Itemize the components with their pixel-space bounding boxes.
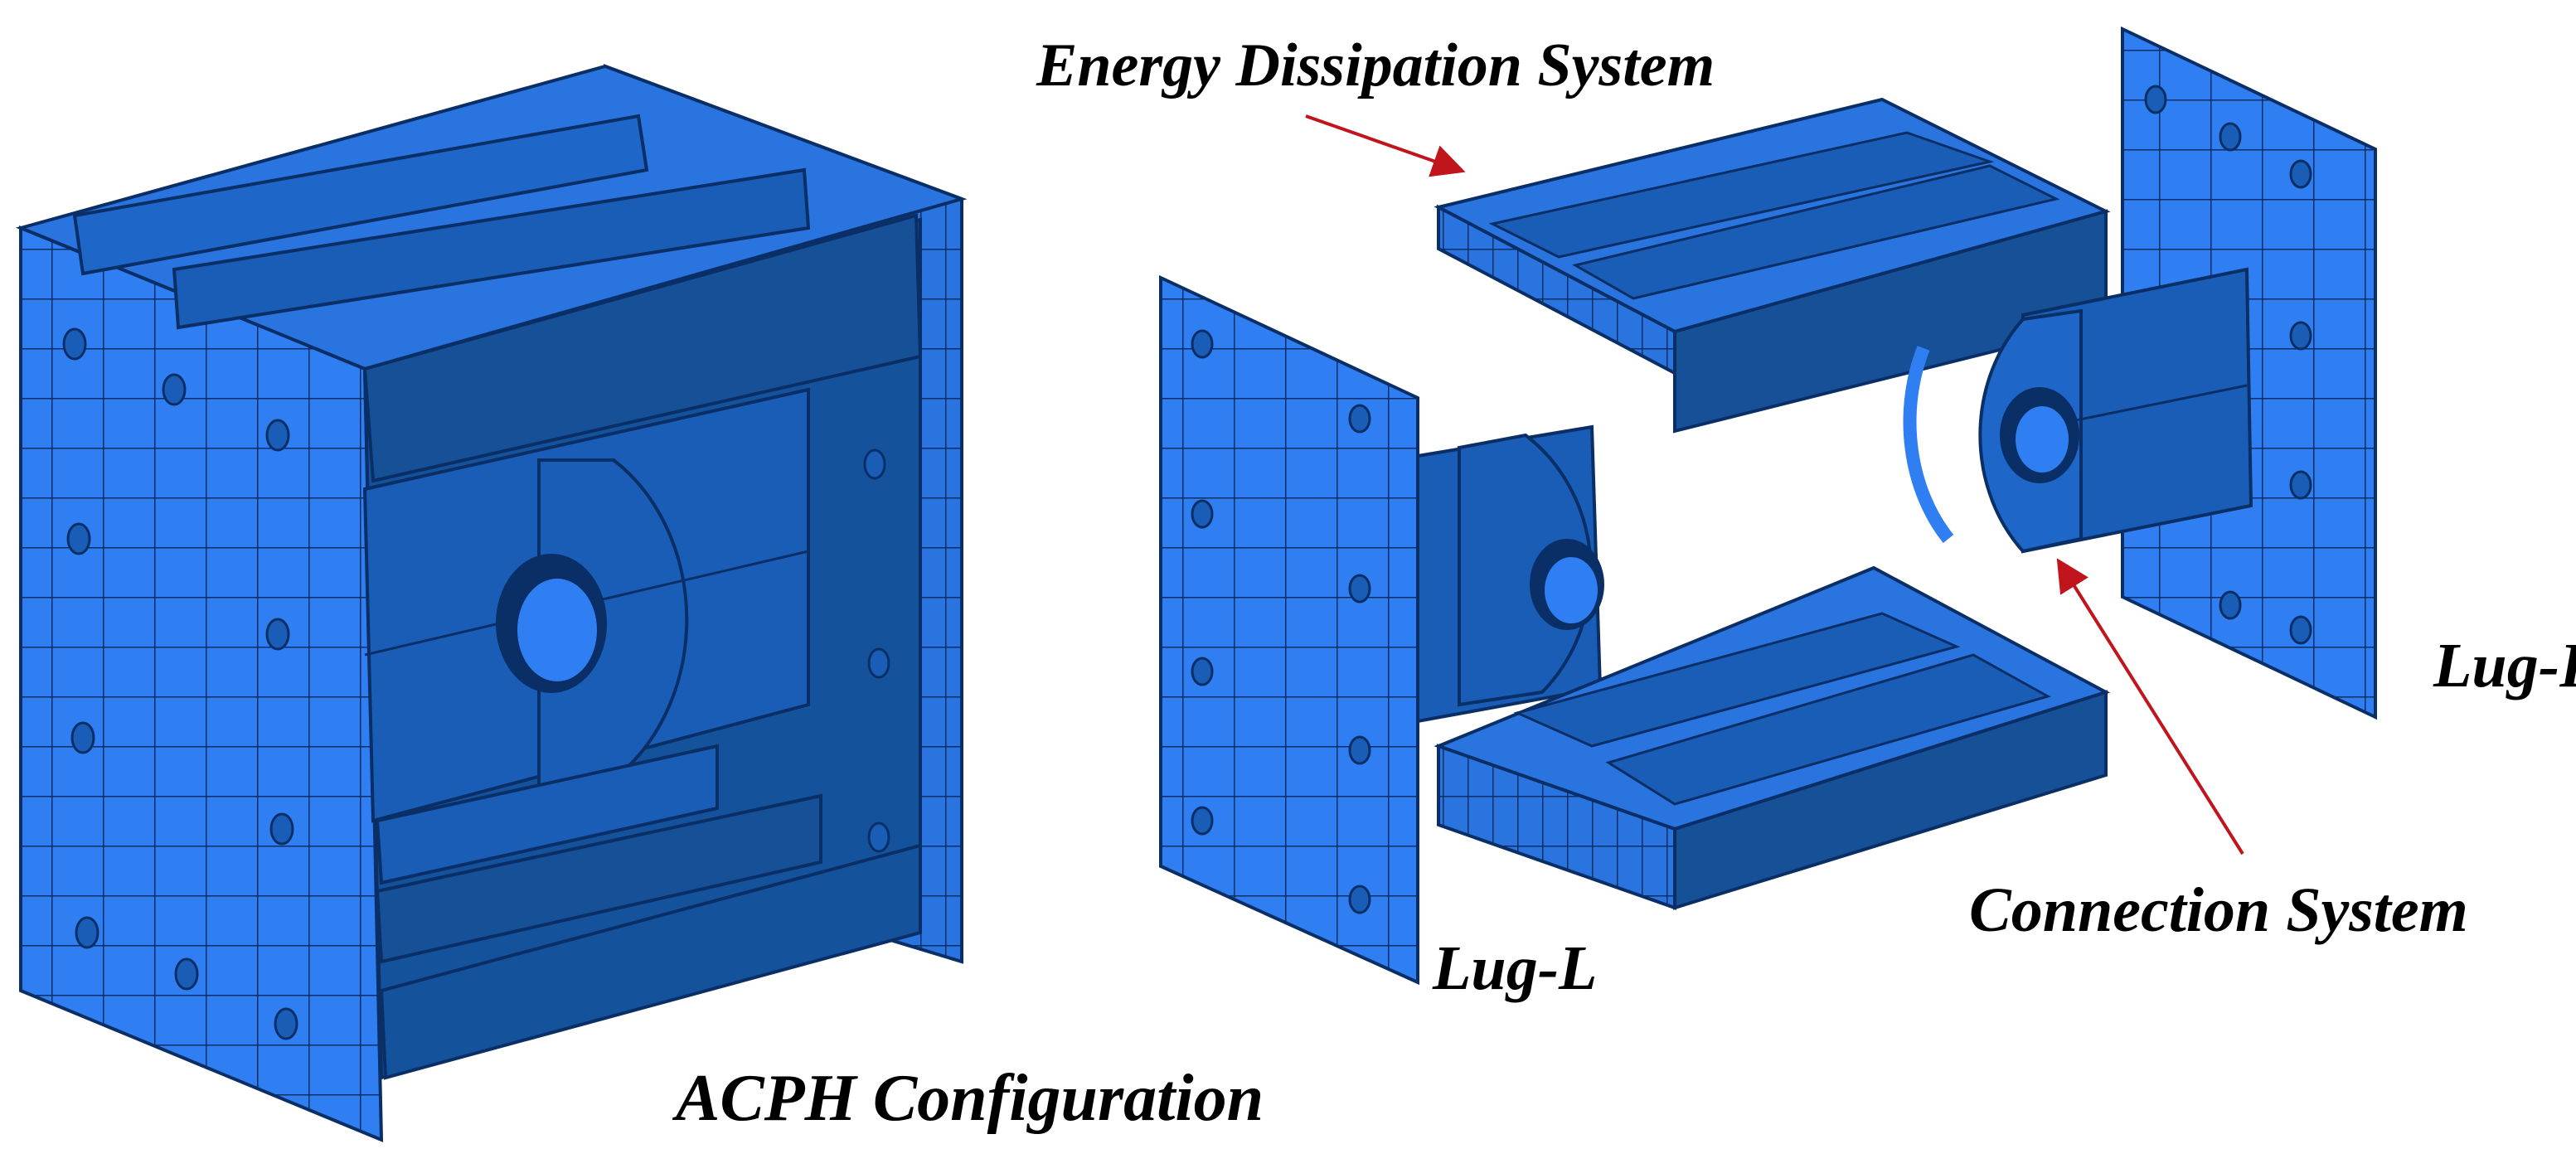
- eds-lower-plate-2: [1605, 653, 2051, 806]
- eds-lower-front: [1673, 690, 2108, 910]
- lug-l-label: Lug-L: [1433, 933, 1598, 1003]
- acph-lower-plate-2: [375, 793, 822, 964]
- energy-dissipation-upper: [1434, 97, 2111, 434]
- energy-dissipation-system-label: Energy Dissipation System: [1036, 32, 1715, 99]
- acph-lug-hole-inner: [517, 579, 597, 681]
- connection-system-part: [1903, 267, 2253, 554]
- acph-upper-plate-1: [72, 114, 649, 276]
- connection-disc-rim: [1903, 346, 1954, 544]
- acph-upper-plate-3: [362, 213, 923, 483]
- acph-upper-plate-2: [172, 167, 811, 330]
- acph-lug-disc: [537, 458, 689, 798]
- lug-l-bolt-holes: [1191, 329, 1371, 914]
- acph-configuration-label: ACPH Configuration: [676, 1062, 1264, 1135]
- acph-bolt-holes: [62, 327, 890, 1040]
- eds-upper-plate-2: [1571, 164, 2060, 300]
- lug-l-plate: [1159, 274, 1419, 986]
- acph-assembly: [15, 64, 968, 1143]
- connection-system-label: Connection System: [1969, 875, 2468, 945]
- energy-dissipation-lower: [1434, 565, 2111, 910]
- eds-arrow: [1305, 114, 1466, 177]
- eds-lower-plate-1: [1513, 612, 1961, 748]
- connection-arrow: [2056, 558, 2244, 856]
- acph-lower-plate-1: [375, 744, 719, 885]
- lug-r-bolt-holes: [2144, 85, 2312, 645]
- connection-hole-inner: [2016, 406, 2069, 473]
- eds-upper-plate-1: [1488, 131, 1995, 259]
- lug-l-hole-inner: [1545, 557, 1598, 623]
- lug-r-label: Lug-R: [2433, 631, 2576, 700]
- acph-lower-plate-3: [379, 843, 922, 1080]
- lug-l-part: [1159, 274, 1604, 986]
- acph-front-frame: [19, 225, 384, 1143]
